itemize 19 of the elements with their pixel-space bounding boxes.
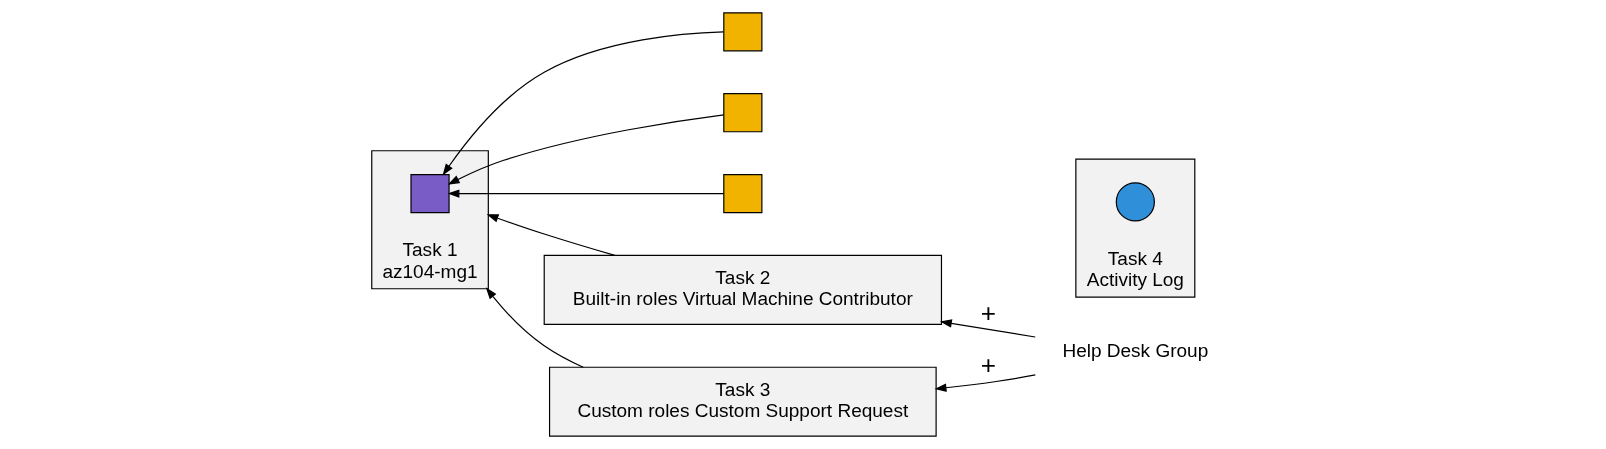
arrow — [447, 114, 724, 185]
edge-label: + — [980, 297, 996, 328]
node-box — [409, 173, 450, 214]
node-box — [722, 93, 762, 133]
cluster: Task 4 Activity Log — [1074, 158, 1195, 298]
node-box: Task 2 Built-in roles Virtual Machine Contributor — [543, 254, 942, 325]
node-box: Task 3 Custom roles Custom Support Request — [548, 366, 937, 437]
edge-label: + — [980, 349, 996, 380]
arrow — [486, 214, 615, 256]
arrow — [939, 319, 1036, 338]
node-box — [722, 173, 762, 214]
arrow — [934, 374, 1036, 392]
node-box — [722, 12, 762, 52]
node-text: Help Desk Group — [1061, 340, 1208, 362]
arrow — [442, 31, 724, 176]
cluster: Task 1 az104-mg1 — [370, 150, 489, 290]
arrow — [447, 189, 724, 198]
node-circle — [1115, 182, 1155, 222]
arrow — [485, 287, 584, 368]
